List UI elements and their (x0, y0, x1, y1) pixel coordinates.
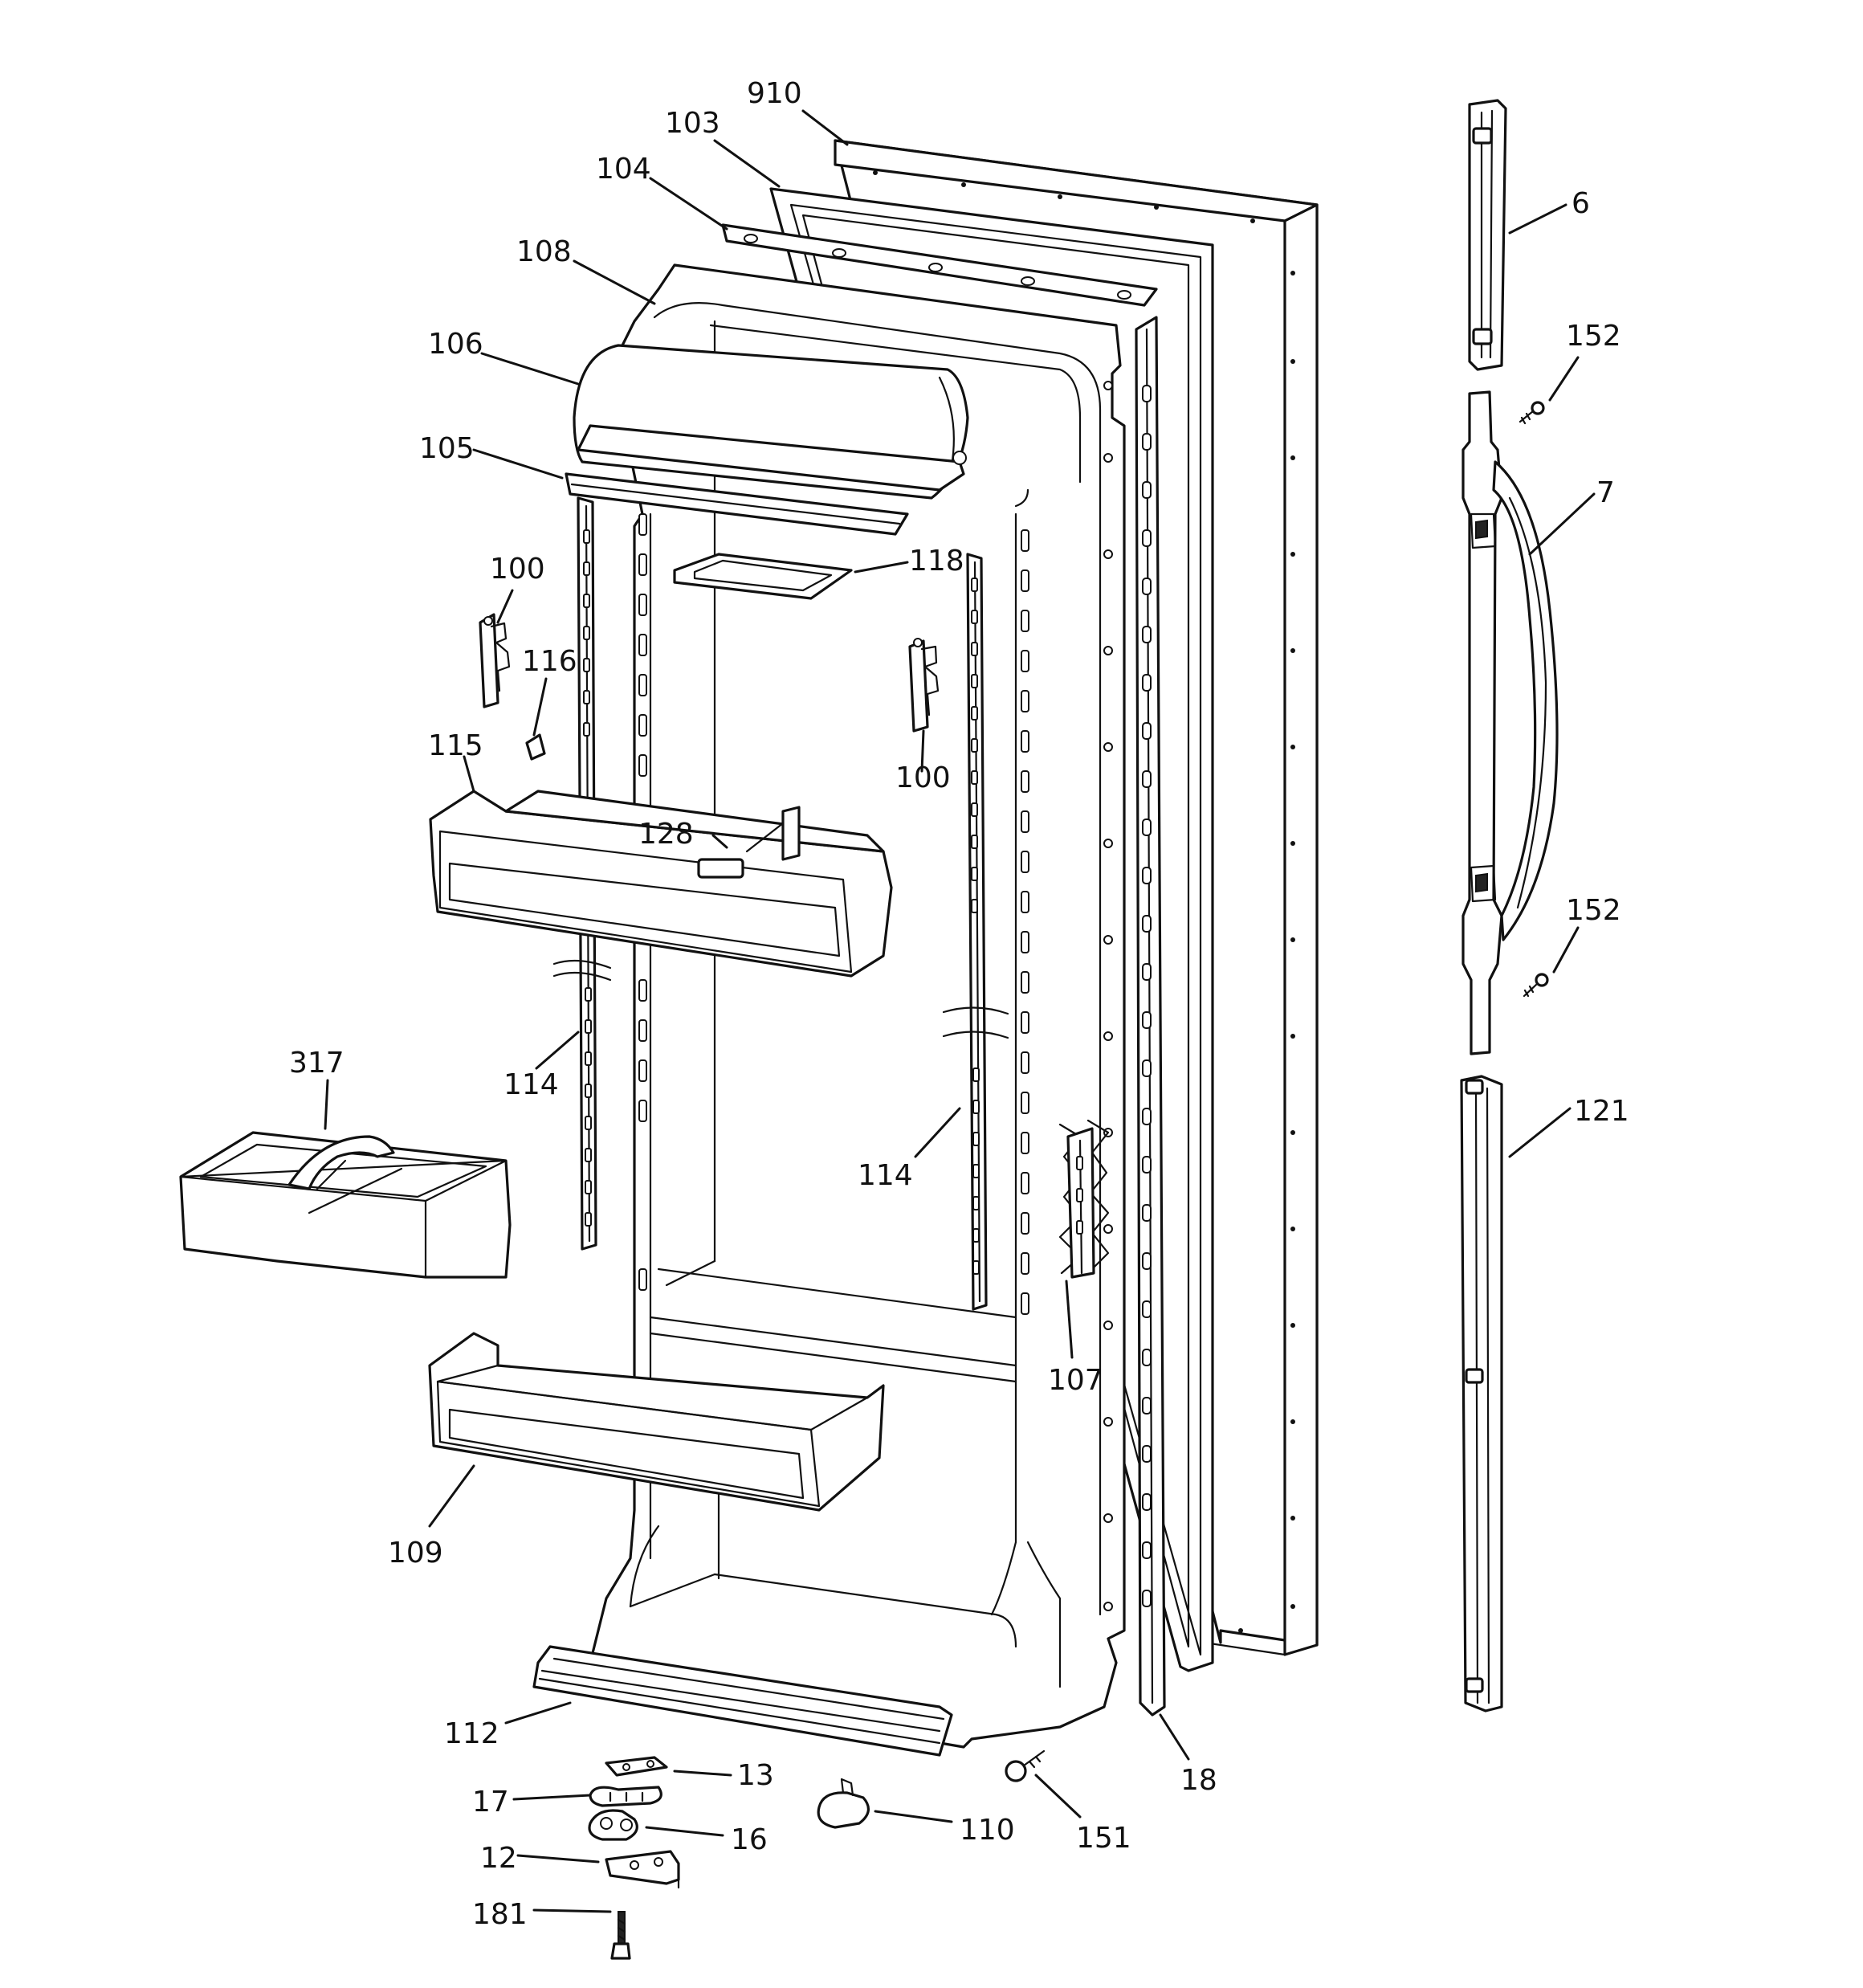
hinge-screw (610, 1911, 631, 1960)
dairy-door-strip (565, 472, 909, 536)
label-317: 317 (289, 1047, 344, 1080)
leader-lines (324, 109, 1596, 1913)
small-clip (525, 733, 546, 761)
door-shelf-bin (429, 790, 893, 978)
label-109: 109 (388, 1537, 443, 1570)
door-handle (1461, 390, 1559, 1055)
label-114-right: 114 (858, 1159, 913, 1192)
label-100-right: 100 (895, 761, 951, 794)
label-152-top: 152 (1566, 320, 1621, 353)
hinge-bracket (605, 1850, 680, 1889)
handle-trim-strip (1460, 1075, 1503, 1712)
shelf-bracket-left (479, 613, 511, 708)
hinge-shim (589, 1786, 662, 1807)
label-910: 910 (747, 77, 802, 110)
door-top-strip (721, 223, 1158, 307)
label-114-left: 114 (503, 1068, 559, 1101)
label-107: 107 (1048, 1364, 1103, 1397)
shelf-rail-left (552, 496, 612, 1251)
shelf-bracket-right (908, 638, 940, 733)
door-liner (561, 263, 1126, 1749)
handle-screw-top (1519, 401, 1545, 425)
door-plug (817, 1778, 870, 1829)
label-12: 12 (480, 1842, 517, 1875)
label-116: 116 (522, 645, 577, 678)
hinge-bushing (588, 1809, 638, 1841)
label-6: 6 (1572, 187, 1590, 220)
handle-screw-bottom (1523, 973, 1549, 998)
label-105: 105 (419, 432, 475, 465)
label-13: 13 (737, 1759, 774, 1792)
rack-clip (1058, 1119, 1110, 1279)
label-115: 115 (428, 729, 483, 762)
label-121: 121 (1574, 1095, 1629, 1128)
liner-left-slots (638, 513, 647, 1291)
bottom-trim (532, 1645, 953, 1757)
label-108: 108 (516, 235, 572, 268)
label-103: 103 (665, 107, 720, 140)
handle-end-cap (1468, 99, 1507, 371)
dairy-tray (673, 553, 853, 600)
label-110: 110 (960, 1814, 1015, 1847)
label-18: 18 (1180, 1764, 1217, 1797)
callout-labels: 910 103 104 108 106 105 118 100 116 100 … (289, 77, 1629, 1931)
label-7: 7 (1596, 476, 1615, 509)
lower-door-bin (428, 1332, 885, 1512)
label-106: 106 (428, 328, 483, 361)
removable-bin (179, 1131, 512, 1279)
label-118: 118 (909, 545, 964, 578)
label-112: 112 (444, 1717, 499, 1750)
label-17: 17 (472, 1786, 509, 1819)
label-152-bottom: 152 (1566, 894, 1621, 927)
shelf-rail-right (942, 553, 1009, 1311)
hinge-plate (605, 1756, 668, 1777)
door-screw (1005, 1749, 1046, 1782)
dairy-compartment-door (573, 344, 969, 500)
label-104: 104 (596, 153, 651, 186)
label-128: 128 (638, 818, 694, 851)
label-151: 151 (1076, 1822, 1131, 1855)
door-side-strip (1135, 316, 1166, 1717)
label-100-left: 100 (490, 553, 545, 586)
label-16: 16 (731, 1823, 768, 1856)
label-181: 181 (472, 1898, 528, 1931)
liner-right-slots (1021, 529, 1029, 1315)
